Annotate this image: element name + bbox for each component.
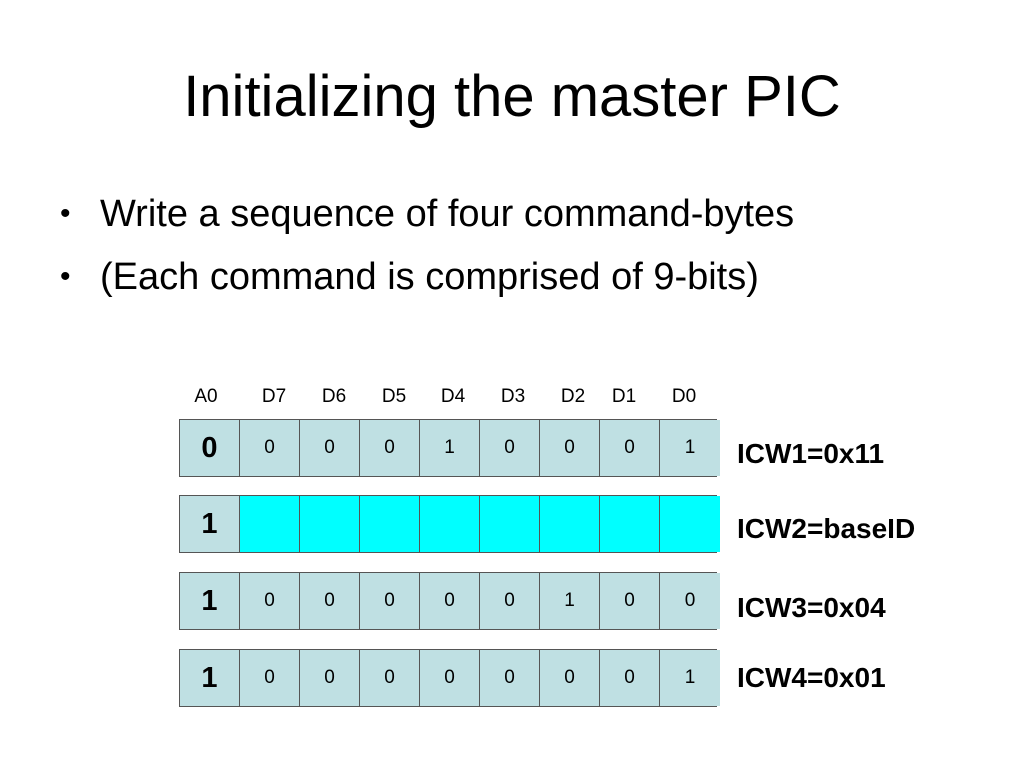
bit-cell-d7: 0 bbox=[240, 420, 300, 476]
bit-cell-d5 bbox=[360, 496, 420, 552]
bit-cell-d7: 0 bbox=[240, 573, 300, 629]
register-row-icw2: 1 bbox=[179, 495, 720, 553]
bit-cell-d3 bbox=[480, 496, 540, 552]
bit-cell-d5: 0 bbox=[360, 573, 420, 629]
icw4-label: ICW4=0x01 bbox=[737, 662, 886, 693]
bit-cell-d2: 0 bbox=[540, 420, 600, 476]
column-header-row: A0 D7 D6 D5 D4 D3 D2 D1 D0 bbox=[0, 386, 1024, 408]
slide-title: Initializing the master PIC bbox=[183, 64, 841, 129]
column-header-d2: D2 bbox=[560, 386, 586, 407]
bullet-text: Write a sequence of four command-bytes bbox=[100, 193, 795, 235]
bit-cell-d4 bbox=[420, 496, 480, 552]
icw3-label: ICW3=0x04 bbox=[737, 592, 886, 623]
a0-cell: 1 bbox=[180, 496, 240, 552]
bit-cell-d5: 0 bbox=[360, 420, 420, 476]
register-row-icw4: 1 0 0 0 0 0 0 0 1 bbox=[179, 649, 720, 707]
bullet-text: (Each command is comprised of 9-bits) bbox=[100, 256, 759, 298]
bit-cell-d4: 1 bbox=[420, 420, 480, 476]
bullet-icon: • bbox=[60, 260, 71, 293]
column-header-d7: D7 bbox=[261, 386, 287, 407]
bit-cell-d3: 0 bbox=[480, 573, 540, 629]
bit-cell-d0: 1 bbox=[660, 420, 720, 476]
bit-cell-d0: 0 bbox=[660, 573, 720, 629]
bit-cell-d4: 0 bbox=[420, 650, 480, 706]
column-header-d1: D1 bbox=[611, 386, 637, 407]
bit-cell-d0: 1 bbox=[660, 650, 720, 706]
column-header-d4: D4 bbox=[440, 386, 466, 407]
bullet-icon: • bbox=[60, 197, 71, 230]
column-header-d5: D5 bbox=[381, 386, 407, 407]
a0-cell: 1 bbox=[180, 650, 240, 706]
icw2-label: ICW2=baseID bbox=[737, 513, 916, 544]
column-header-a0: A0 bbox=[194, 386, 218, 407]
bit-cell-d4: 0 bbox=[420, 573, 480, 629]
bit-cell-d2: 1 bbox=[540, 573, 600, 629]
bit-cell-d2: 0 bbox=[540, 650, 600, 706]
bit-cell-d6: 0 bbox=[300, 650, 360, 706]
bit-cell-d1: 0 bbox=[600, 573, 660, 629]
column-header-d3: D3 bbox=[500, 386, 526, 407]
bit-cell-d1: 0 bbox=[600, 650, 660, 706]
bit-cell-d0 bbox=[660, 496, 720, 552]
bit-cell-d7: 0 bbox=[240, 650, 300, 706]
register-row-icw3: 1 0 0 0 0 0 1 0 0 bbox=[179, 572, 720, 630]
bit-cell-d1 bbox=[600, 496, 660, 552]
column-header-d0: D0 bbox=[671, 386, 697, 407]
bit-cell-d1: 0 bbox=[600, 420, 660, 476]
bullet-list: • Write a sequence of four command-bytes… bbox=[56, 188, 794, 314]
bit-cell-d2 bbox=[540, 496, 600, 552]
bit-cell-d6 bbox=[300, 496, 360, 552]
a0-cell: 1 bbox=[180, 573, 240, 629]
a0-cell: 0 bbox=[180, 420, 240, 476]
column-header-d6: D6 bbox=[321, 386, 347, 407]
bit-cell-d7 bbox=[240, 496, 300, 552]
bullet-item: • (Each command is comprised of 9-bits) bbox=[56, 251, 794, 314]
register-row-icw1: 0 0 0 0 1 0 0 0 1 bbox=[179, 419, 720, 477]
bit-cell-d6: 0 bbox=[300, 573, 360, 629]
bit-cell-d6: 0 bbox=[300, 420, 360, 476]
icw1-label: ICW1=0x11 bbox=[737, 438, 885, 469]
bullet-item: • Write a sequence of four command-bytes bbox=[56, 188, 794, 251]
bit-cell-d5: 0 bbox=[360, 650, 420, 706]
bit-cell-d3: 0 bbox=[480, 650, 540, 706]
bit-cell-d3: 0 bbox=[480, 420, 540, 476]
